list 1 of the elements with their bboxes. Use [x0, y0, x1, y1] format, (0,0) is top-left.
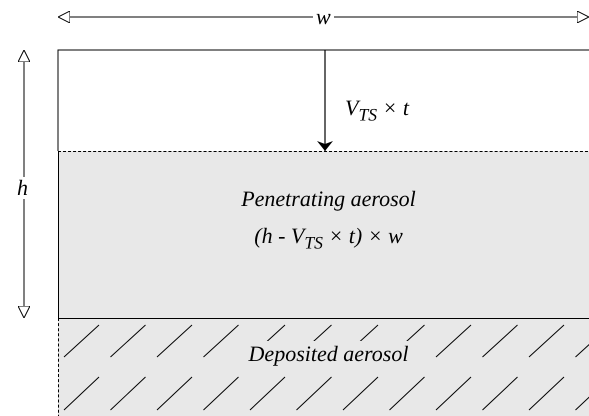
shaded-layer	[58, 151, 589, 318]
